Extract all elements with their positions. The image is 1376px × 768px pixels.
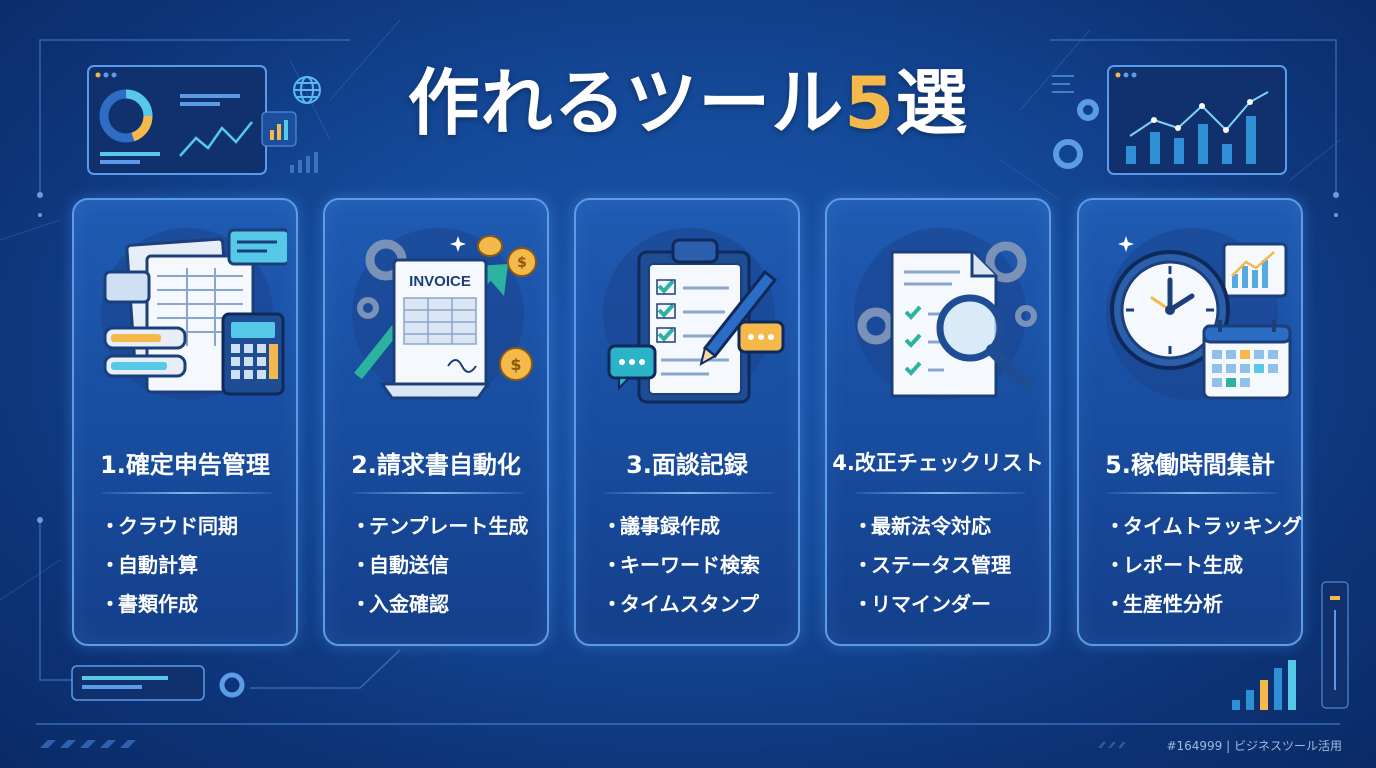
divider (855, 492, 1025, 494)
divider (1107, 492, 1277, 494)
bar-chart-bottom-right (1232, 660, 1296, 710)
clock-calendar-icon (1106, 228, 1292, 400)
slider-panel-right (1321, 581, 1349, 709)
card-revision-checklist[interactable]: 4.改正チェックリスト ・最新法令対応 ・ステータス管理 ・リマインダー (825, 198, 1051, 646)
svg-text:$: $ (510, 355, 521, 374)
list-item: ・キーワード検索 (602, 553, 760, 577)
checklist-magnifier-icon (854, 228, 1037, 400)
globe-icon (293, 76, 321, 104)
feature-list: ・クラウド同期 ・自動計算 ・書類作成 (100, 512, 238, 629)
card-title: 3.面談記録 (626, 451, 748, 479)
list-item: ・最新法令対応 (853, 514, 991, 538)
list-item: ・テンプレート生成 (351, 514, 529, 538)
list-item: ・生産性分析 (1105, 592, 1223, 616)
clipboard-checklist-icon (603, 228, 785, 404)
list-item: ・ステータス管理 (853, 553, 1011, 577)
list-item: ・議事録作成 (602, 514, 720, 538)
tax-document-calculator-icon (101, 228, 287, 400)
page-title: 作れるツール5選 (407, 61, 969, 145)
list-item: ・タイムトラッキング (1105, 514, 1302, 538)
progress-panel-bottom-left (71, 665, 205, 701)
dashboard-window-right (1107, 65, 1287, 175)
gear-icon-top-right (1053, 99, 1099, 169)
card-tax-filing[interactable]: 1.確定申告管理 ・クラウド同期 ・自動計算 ・書類作成 (72, 198, 298, 646)
chat-bubble-icon (607, 320, 785, 391)
gear-icon-bottom-left (219, 672, 245, 698)
feature-list: ・タイムトラッキング ・レポート生成 ・生産性分析 (1105, 512, 1302, 629)
dashboard-window-left (87, 65, 267, 175)
card-invoice-automation[interactable]: INVOICE $ $ 2.請求書自動化 ・テンプレート生成 ・自動送信 ・入金… (323, 198, 549, 646)
feature-list: ・テンプレート生成 ・自動送信 ・入金確認 (351, 512, 528, 629)
divider (102, 492, 272, 494)
gear-icon (857, 241, 1027, 345)
feature-list: ・最新法令対応 ・ステータス管理 ・リマインダー (853, 512, 1011, 629)
coin-icon: $ $ (477, 235, 537, 381)
list-item: ・入金確認 (351, 592, 449, 616)
card-title: 5.稼働時間集計 (1105, 451, 1275, 479)
invoice-icon: INVOICE $ $ (352, 228, 537, 400)
title-number: 5 (844, 61, 896, 145)
divider (604, 492, 774, 494)
card-title: 4.改正チェックリスト (832, 451, 1044, 475)
feature-list: ・議事録作成 ・キーワード検索 ・タイムスタンプ (602, 512, 760, 629)
card-meeting-notes[interactable]: 3.面談記録 ・議事録作成 ・キーワード検索 ・タイムスタンプ (574, 198, 800, 646)
divider (353, 492, 523, 494)
list-item: ・リマインダー (853, 592, 991, 616)
list-item: ・クラウド同期 (100, 514, 238, 538)
list-item: ・書類作成 (100, 592, 198, 616)
invoice-label: INVOICE (409, 273, 471, 290)
footer-caption: #164999 | ビジネスツール活用 (1166, 739, 1342, 753)
svg-text:$: $ (517, 255, 527, 271)
list-item: ・タイムスタンプ (602, 592, 759, 616)
card-work-hours[interactable]: 5.稼働時間集計 ・タイムトラッキング ・レポート生成 ・生産性分析 (1077, 198, 1303, 646)
card-title: 1.確定申告管理 (100, 451, 270, 479)
list-item: ・自動計算 (100, 553, 198, 577)
list-item: ・自動送信 (351, 553, 449, 577)
hatch-bottom-left (40, 740, 136, 748)
bar-chart-icon-left (261, 111, 297, 147)
list-item: ・レポート生成 (1105, 553, 1243, 577)
card-title: 2.請求書自動化 (351, 451, 521, 479)
